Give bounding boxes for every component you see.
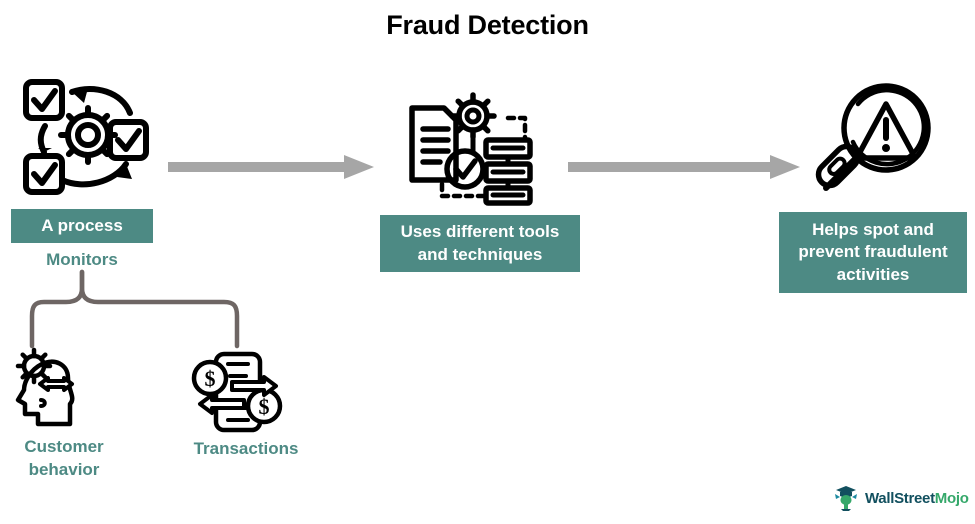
page-title: Fraud Detection (386, 10, 589, 40)
right-arrow-icon (568, 152, 803, 187)
logo-text: WallStreetMojo (865, 490, 969, 507)
wallstreetmojo-logo[interactable]: WallStreetMojo (832, 484, 969, 512)
money-exchange-document-icon: $ $ (188, 348, 288, 441)
branch-label-customer-behavior: Customer behavior (24, 437, 104, 479)
right-arrow-icon (168, 152, 376, 187)
logo-text-primary: WallStreet (865, 489, 935, 507)
step-1-label-box: A process (11, 209, 153, 243)
svg-text:$: $ (205, 366, 216, 391)
wallstreetmojo-bull-icon (835, 486, 857, 511)
magnifier-warning-icon (806, 82, 946, 209)
curly-brace-connector-icon (28, 269, 248, 355)
svg-text:$: $ (259, 394, 270, 419)
document-gear-checklist-icon (398, 92, 538, 212)
head-gear-exchange-icon (8, 347, 108, 439)
logo-text-secondary: Mojo (934, 489, 969, 507)
step-2-label-box: Uses different tools and techniques (380, 215, 580, 272)
branch-label-transactions: Transactions (193, 439, 299, 458)
step-3-label-box: Helps spot and prevent fraudulent activi… (779, 212, 967, 293)
process-cycle-gear-checkbox-icon (22, 78, 154, 203)
monitors-caption: Monitors (46, 250, 118, 269)
